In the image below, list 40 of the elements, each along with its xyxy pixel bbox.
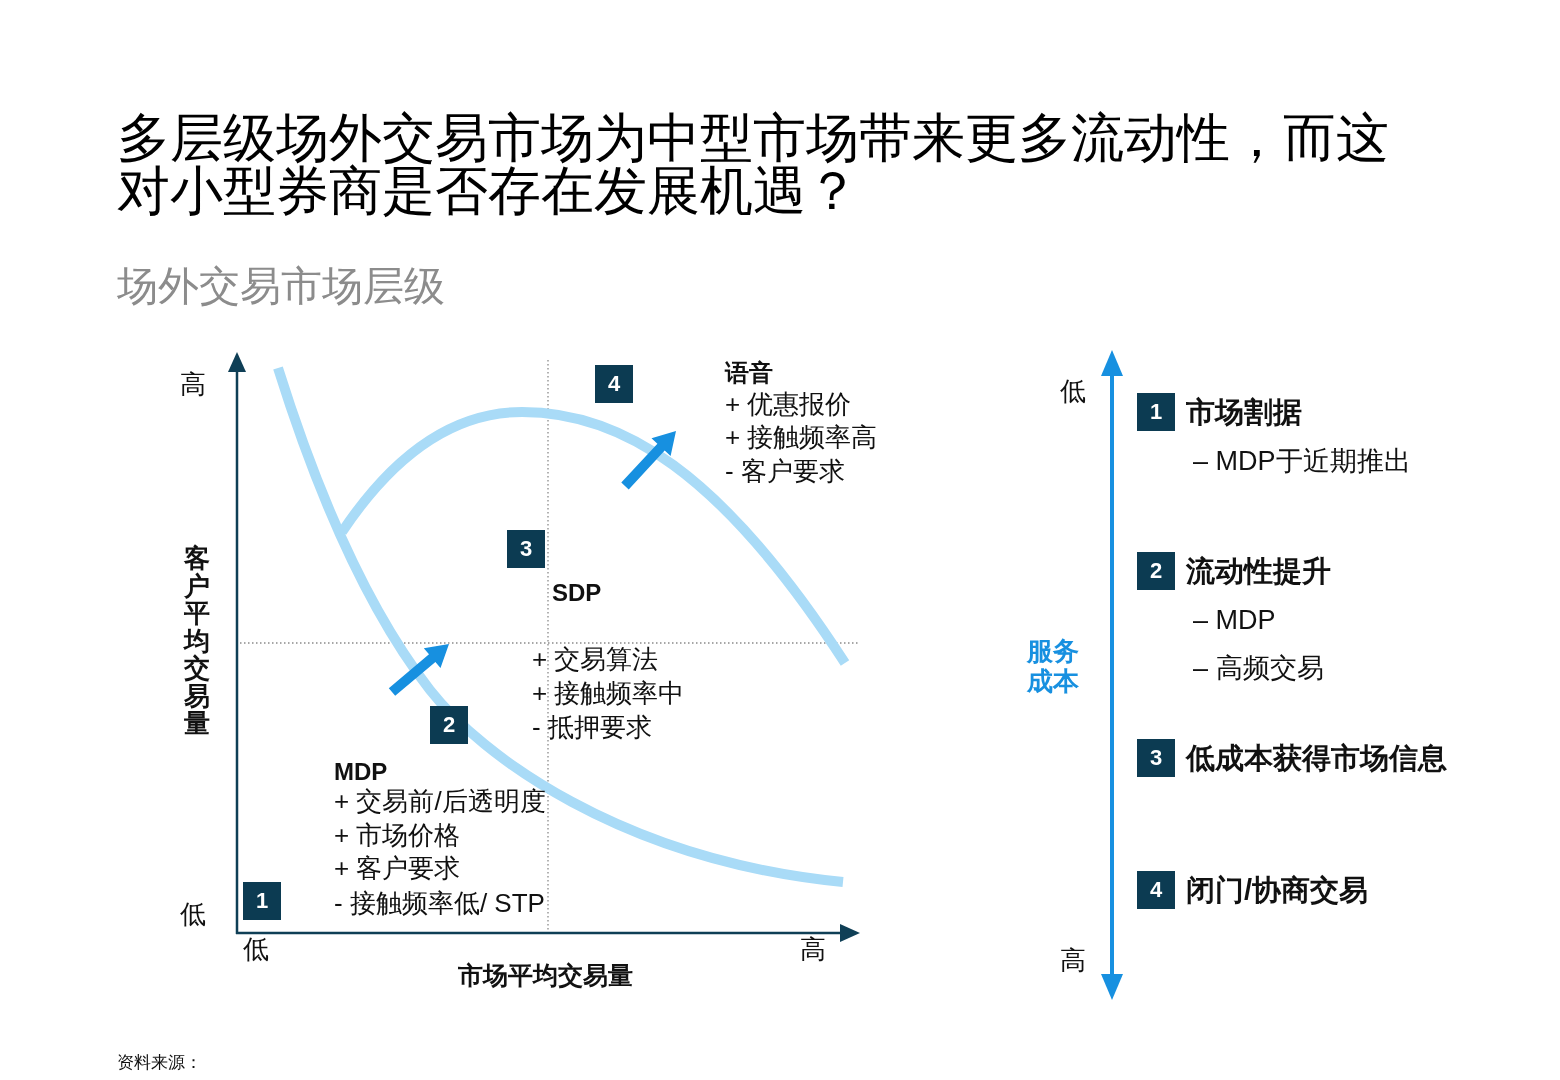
axis-end-label: 高 bbox=[1060, 945, 1086, 977]
axis-end-label: 高 bbox=[180, 369, 206, 401]
tier-feature: - 客户要求 bbox=[725, 456, 845, 488]
step-number-badge: 3 bbox=[507, 530, 545, 568]
item-heading: 流动性提升 bbox=[1186, 554, 1331, 589]
step-number-badge: 1 bbox=[243, 882, 281, 920]
axis-title: 客户平均交易量 bbox=[184, 545, 211, 738]
tier-feature: + 接触频率中 bbox=[532, 678, 685, 710]
axis-title: 服务成本 bbox=[1027, 636, 1080, 696]
source-note: 资料来源： bbox=[117, 1053, 202, 1074]
tier-feature: + 市场价格 bbox=[334, 820, 461, 852]
step-number-badge: 4 bbox=[1137, 871, 1175, 909]
axis-end-label: 低 bbox=[243, 934, 269, 966]
tier-heading: 语音 bbox=[725, 359, 773, 388]
section-subtitle: 场外交易市场层级 bbox=[117, 262, 445, 311]
step-number-badge: 3 bbox=[1137, 739, 1175, 777]
tier-feature: + 优惠报价 bbox=[725, 389, 852, 421]
step-number-badge: 2 bbox=[430, 706, 468, 744]
item-heading: 闭门/协商交易 bbox=[1186, 873, 1369, 908]
item-heading: 低成本获得市场信息 bbox=[1186, 741, 1447, 776]
tier-feature: + 交易算法 bbox=[532, 644, 659, 676]
step-number-badge: 2 bbox=[1137, 552, 1175, 590]
item-note: – 高频交易 bbox=[1193, 652, 1324, 685]
axis-end-label: 低 bbox=[180, 899, 206, 931]
item-note: – MDP于近期推出 bbox=[1193, 445, 1411, 478]
tier-heading: SDP bbox=[552, 579, 602, 608]
item-note: – MDP bbox=[1193, 604, 1276, 637]
tier-heading: MDP bbox=[334, 758, 388, 787]
step-number-badge: 1 bbox=[1137, 393, 1175, 431]
tier-feature: - 抵押要求 bbox=[532, 712, 652, 744]
axis-end-label: 高 bbox=[800, 934, 826, 966]
tier-feature: - 接触频率低/ STP bbox=[334, 888, 545, 920]
step-number-badge: 4 bbox=[595, 365, 633, 403]
tier-feature: + 接触频率高 bbox=[725, 422, 878, 454]
tier-feature: + 客户要求 bbox=[334, 853, 461, 885]
page-title: 多层级场外交易市场为中型市场带来更多流动性，而这对小型券商是否存在发展机遇？ bbox=[117, 111, 1390, 217]
tier-feature: + 交易前/后透明度 bbox=[334, 786, 546, 818]
axis-title: 市场平均交易量 bbox=[458, 960, 633, 990]
item-heading: 市场割据 bbox=[1186, 395, 1302, 430]
axis-end-label: 低 bbox=[1060, 376, 1086, 408]
